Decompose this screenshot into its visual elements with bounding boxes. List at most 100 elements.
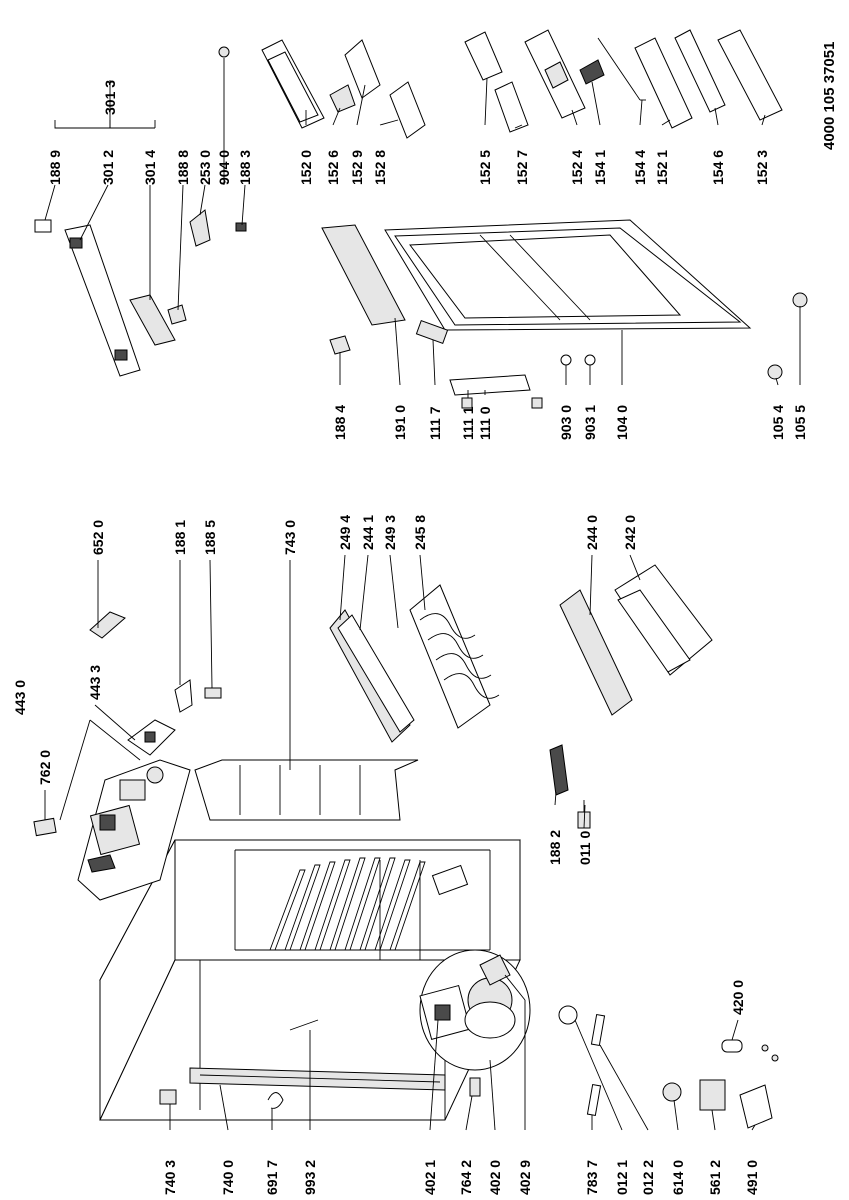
- part-0122-shape: [590, 1013, 606, 1047]
- label-1117: 111 7: [427, 406, 443, 440]
- evaporator-fins: [269, 857, 469, 951]
- label-7837: 783 7: [584, 1160, 600, 1195]
- part-6140-shape: [662, 1082, 682, 1102]
- label-7642: 764 2: [458, 1160, 474, 1195]
- label-1544: 154 4: [632, 150, 648, 185]
- label-2441: 244 1: [360, 515, 376, 550]
- leader-lines: [44, 58, 801, 1131]
- label-2493: 249 3: [382, 515, 398, 550]
- crisper-drawer: [614, 564, 713, 676]
- label-7403: 740 3: [162, 1160, 178, 1195]
- label-1055: 105 5: [792, 405, 808, 440]
- label-1885: 188 5: [202, 520, 218, 555]
- part-1881-shape: [174, 679, 193, 713]
- label-9040: 904 0: [216, 150, 232, 185]
- label-4021: 402 1: [422, 1160, 438, 1195]
- label-1040: 104 0: [614, 405, 630, 440]
- label-3014: 301 4: [142, 150, 158, 185]
- crisper-cover: [194, 759, 419, 821]
- label-1883: 188 3: [237, 150, 253, 185]
- part-6520-shape: [89, 611, 126, 639]
- part-2530-shape: [189, 209, 211, 247]
- label-4020: 402 0: [487, 1160, 503, 1195]
- part-1055-shape: [792, 292, 808, 308]
- part-7403-shape: [159, 1089, 177, 1105]
- part-7837-shape: [586, 1083, 602, 1117]
- label-2458: 245 8: [412, 515, 428, 550]
- label-1884: 188 4: [332, 405, 348, 440]
- label-7620: 762 0: [37, 750, 53, 785]
- label-4910: 491 0: [744, 1160, 760, 1195]
- door-handle: [449, 374, 543, 409]
- part-4910-shape: [739, 1084, 773, 1129]
- part-1526-shape: [329, 84, 356, 113]
- label-2440: 244 0: [584, 515, 600, 550]
- label-1525: 152 5: [477, 150, 493, 185]
- label-1882: 188 2: [547, 830, 563, 865]
- label-3013: 301 3: [102, 80, 118, 115]
- part-1541-shape: [579, 59, 605, 85]
- part-1882-shape: [549, 744, 569, 796]
- label-6520: 652 0: [90, 520, 106, 555]
- label-2420: 242 0: [622, 515, 638, 550]
- label-9031: 903 1: [582, 405, 598, 440]
- part-0121-shape: [558, 1005, 578, 1025]
- part-1883-shape: [235, 222, 247, 232]
- label-1111: 111 1: [460, 406, 476, 440]
- control-box-group: [77, 759, 191, 901]
- part-7642-shape: [469, 1077, 481, 1097]
- part-9031-shape: [584, 354, 596, 366]
- part-1117-shape: [415, 319, 449, 345]
- part-6917-shape: [267, 1092, 284, 1109]
- compressor-group: [419, 949, 531, 1071]
- document-number: 4000 105 37051: [821, 42, 838, 150]
- part-1884-shape: [329, 335, 351, 355]
- label-4029: 402 9: [517, 1160, 533, 1195]
- door-rail-1546: [674, 29, 726, 113]
- label-0121: 012 1: [614, 1160, 630, 1195]
- label-1526: 152 6: [325, 150, 341, 185]
- label-1889: 188 9: [47, 150, 63, 185]
- part-5612-shape: [699, 1079, 726, 1111]
- door-shelf-1524: [524, 29, 586, 119]
- glass-shelf-upper: [329, 609, 415, 743]
- part-1885-shape: [204, 687, 222, 699]
- part-4433-shape: [127, 719, 176, 756]
- label-0110: 011 0: [577, 831, 593, 865]
- label-1881: 188 1: [172, 520, 188, 555]
- part-4200-shape: [721, 1039, 779, 1062]
- part-1529-shape: [344, 39, 381, 99]
- label-1910: 191 0: [392, 405, 408, 440]
- label-9030: 903 0: [558, 405, 574, 440]
- part-1888-shape: [167, 304, 187, 325]
- part-9030-shape: [560, 354, 572, 366]
- label-4200: 420 0: [730, 980, 746, 1015]
- label-7430: 743 0: [282, 520, 298, 555]
- label-3012: 301 2: [100, 150, 116, 185]
- part-1544-shape: [597, 37, 646, 101]
- door-shelf-1521: [634, 37, 693, 129]
- label-1888: 188 8: [175, 150, 191, 185]
- label-1546: 154 6: [710, 150, 726, 185]
- part-9040-shape: [218, 46, 230, 58]
- condenser-strip: [189, 1067, 446, 1091]
- door-shelf-1520: [261, 39, 325, 129]
- door-shelf-1525: [464, 31, 503, 81]
- label-1523: 152 3: [754, 150, 770, 185]
- label-1541: 154 1: [592, 150, 608, 185]
- label-5612: 561 2: [707, 1160, 723, 1195]
- door-shelf-1527: [494, 81, 529, 133]
- label-4433: 443 3: [87, 665, 103, 700]
- label-1528: 152 8: [372, 150, 388, 185]
- door-inner-panel: [384, 219, 752, 331]
- label-0122: 012 2: [640, 1160, 656, 1195]
- label-1521: 152 1: [654, 150, 670, 185]
- top-panel-group: [34, 219, 176, 377]
- label-2530: 253 0: [197, 150, 213, 185]
- part-9932-shape: [289, 1019, 319, 1031]
- part-labels: 301 3 188 9 301 2 301 4 188 8 253 0 904 …: [12, 42, 838, 1195]
- door-gasket-strip: [321, 224, 406, 326]
- label-6917: 691 7: [264, 1160, 280, 1195]
- label-1524: 152 4: [569, 150, 585, 185]
- part-1528-shape: [389, 81, 426, 139]
